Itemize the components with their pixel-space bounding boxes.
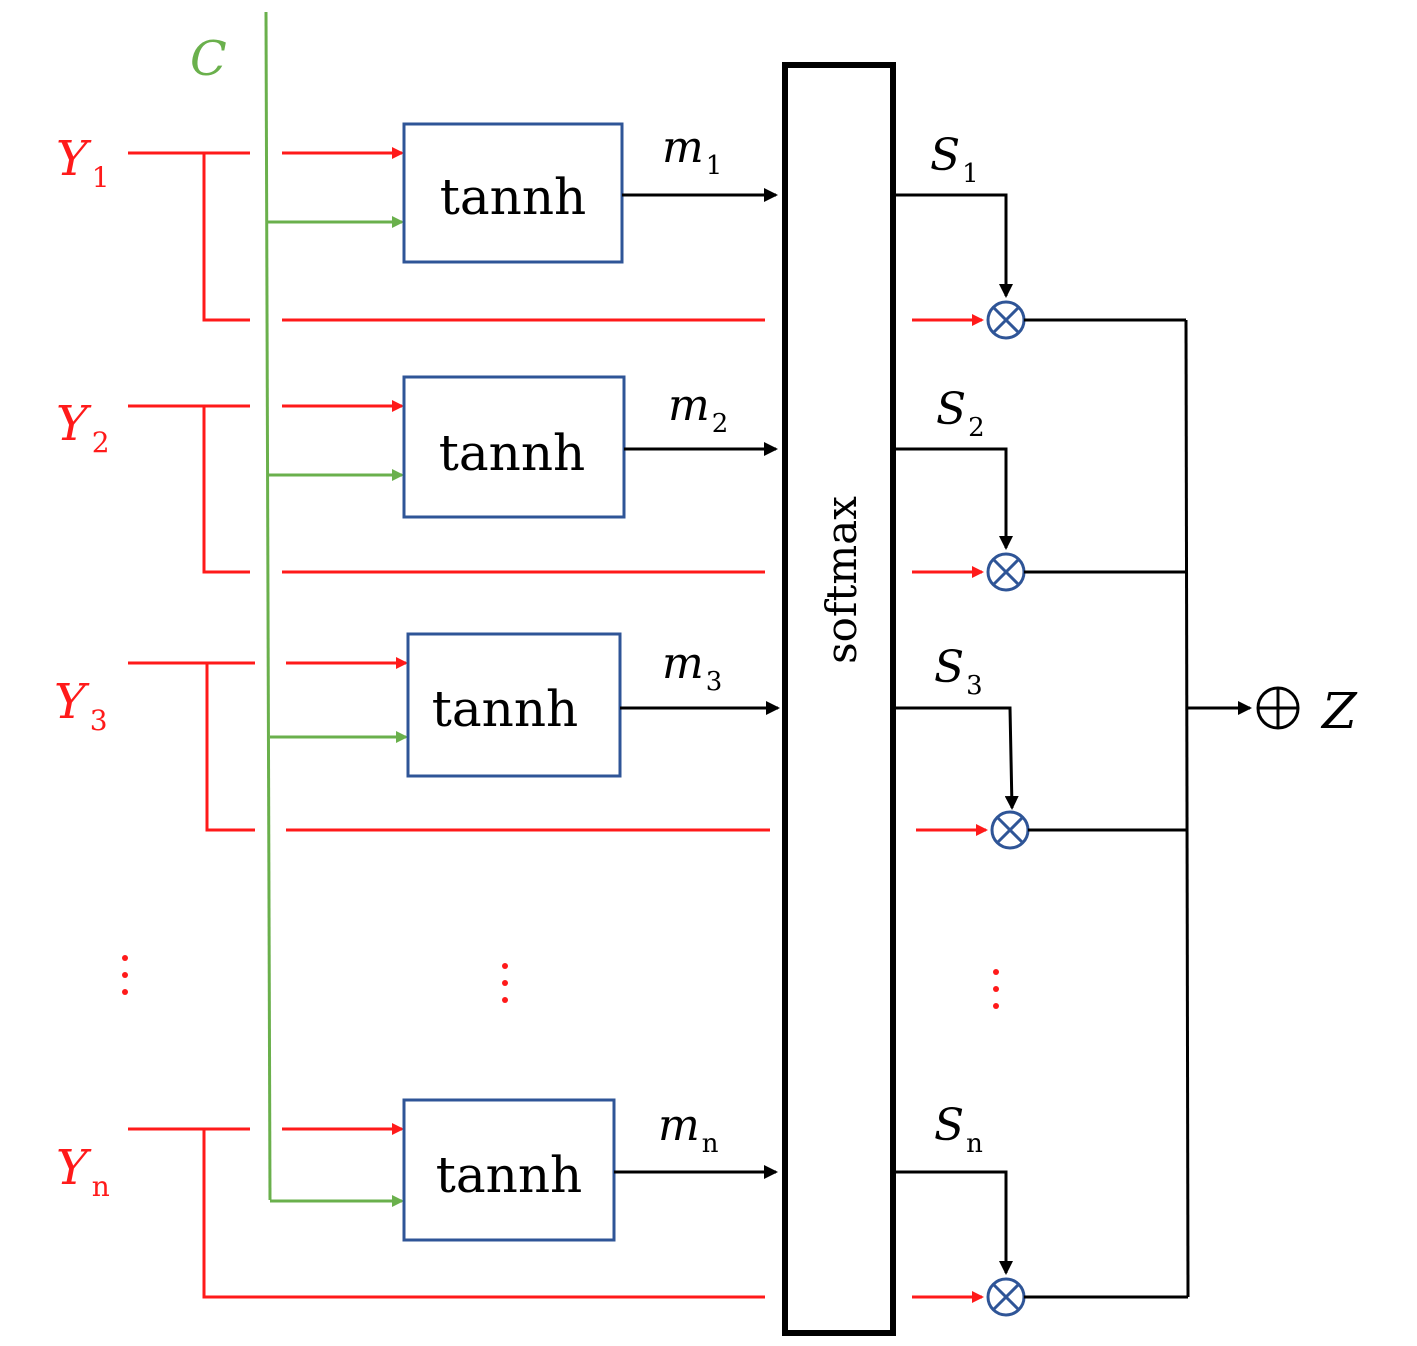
m-label-1: m1 <box>662 122 722 181</box>
s-label-3: S3 <box>934 642 983 701</box>
multiply-icon-3 <box>990 810 1030 850</box>
tanh-box-2 <box>402 375 626 519</box>
multiply-icon-1 <box>986 300 1026 340</box>
m-label-3: m3 <box>662 638 722 697</box>
context-label: C <box>190 31 227 87</box>
tanh-label-1: tannh <box>440 168 587 226</box>
ellipsis-dots <box>122 955 999 1009</box>
context-line <box>264 11 272 1201</box>
tanh-label-3: tannh <box>432 680 579 738</box>
tanh-label-2: tannh <box>439 424 586 482</box>
s-label-1: S1 <box>930 130 979 189</box>
tanh-box-1 <box>402 122 624 264</box>
m-label-2: m2 <box>668 380 728 439</box>
m-label-n: mn <box>658 1100 719 1159</box>
softmax-box: softmax <box>782 62 896 1336</box>
summation-bus <box>1184 319 1252 1298</box>
multiply-icon-n <box>986 1277 1026 1317</box>
tanh-label-n: tannh <box>436 1146 583 1204</box>
tanh-box-3 <box>406 632 622 778</box>
multiply-icon-2 <box>986 552 1026 592</box>
tanh-box-n <box>402 1098 616 1242</box>
s-label-n: Sn <box>934 1100 983 1159</box>
softmax-label: softmax <box>817 496 866 664</box>
output-label: Z <box>1320 682 1358 740</box>
sum-icon <box>1256 686 1300 730</box>
s-label-2: S2 <box>936 384 985 443</box>
